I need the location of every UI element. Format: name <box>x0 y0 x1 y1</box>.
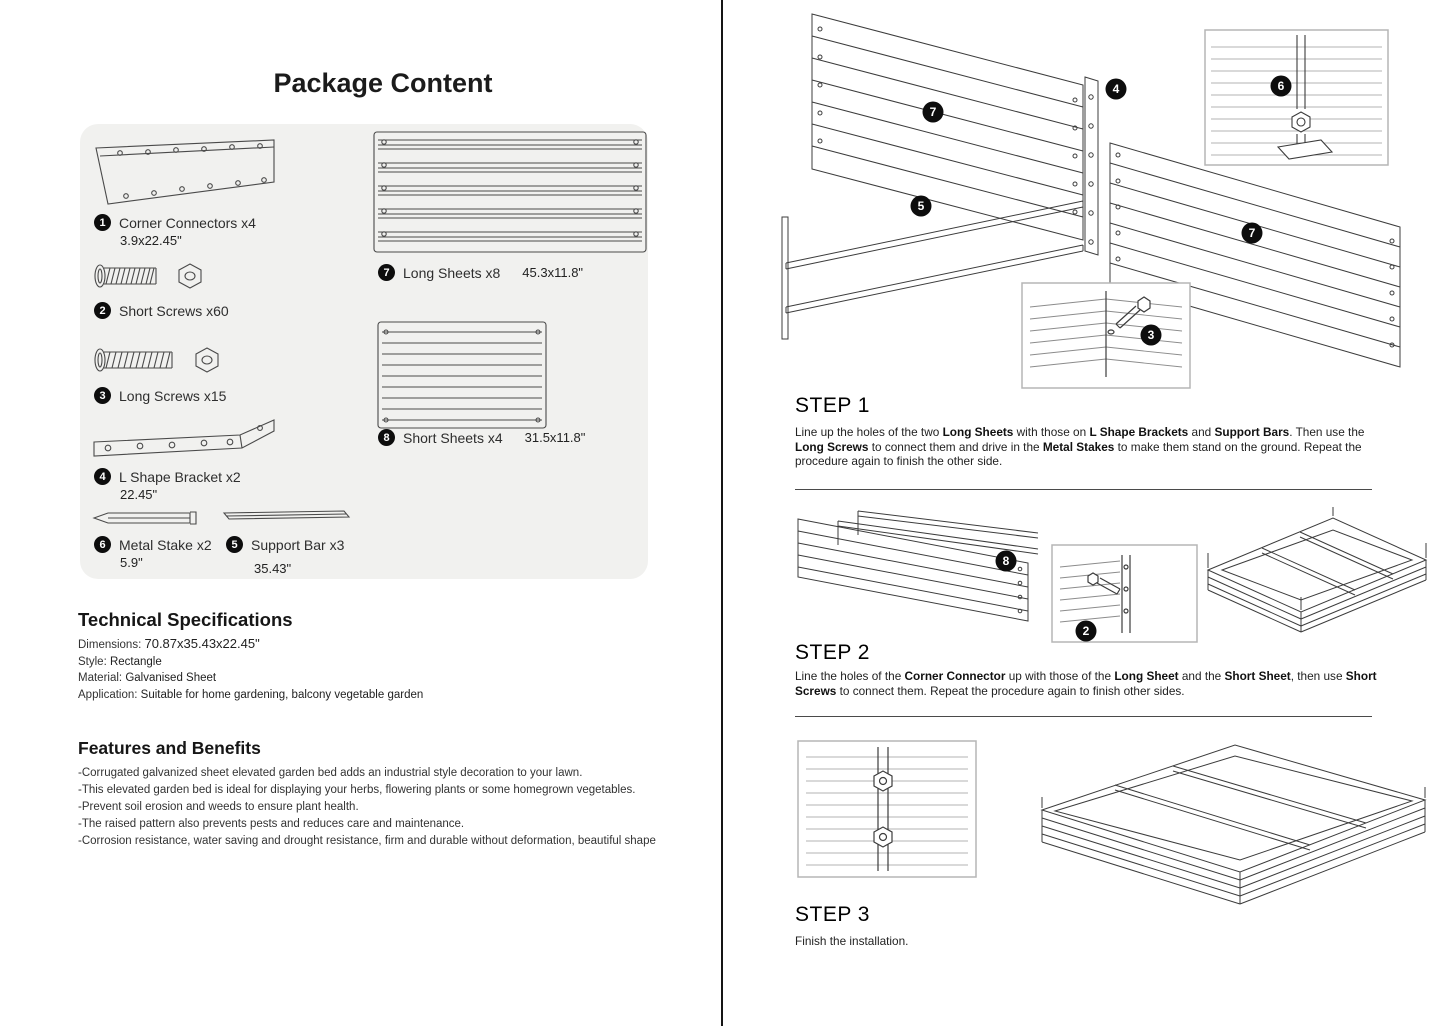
callout-badge-7-left: 7 <box>922 101 944 123</box>
feature-line: -The raised pattern also prevents pests … <box>78 818 465 830</box>
long-screw-illustration <box>94 347 219 373</box>
item-dimension: 35.43" <box>254 561 292 576</box>
feature-line: -Corrugated galvanized sheet elevated ga… <box>78 767 583 779</box>
feature-line: -Corrosion resistance, water saving and … <box>78 835 656 847</box>
step1-text: Line up the holes of the two Long Sheets… <box>795 425 1365 468</box>
step3-title: STEP 3 <box>795 903 870 926</box>
item-label: Metal Stake x2 <box>119 536 212 553</box>
callout-badge-2: 2 <box>1075 620 1097 642</box>
callout-badge-6: 6 <box>1270 75 1292 97</box>
svg-text:2: 2 <box>1083 624 1090 638</box>
technical-specifications-title: Technical Specifications <box>78 609 293 630</box>
step2-title: STEP 2 <box>795 641 870 664</box>
spec-label: Style: <box>78 655 107 668</box>
item-number-badge: 1 <box>94 214 111 231</box>
spec-value: 70.87x35.43x22.45" <box>144 636 260 651</box>
package-content-box: 1 Corner Connectors x4 3.9x22.45" 2 Shor… <box>80 124 648 579</box>
spec-row: Style: Rectangle <box>78 654 423 671</box>
item-number-badge: 2 <box>94 302 111 319</box>
item-dimension: 45.3x11.8" <box>522 265 584 280</box>
package-content-title: Package Content <box>273 68 493 98</box>
item-dimension: 3.9x22.45" <box>120 233 182 248</box>
svg-text:7: 7 <box>1249 226 1256 240</box>
item-number-badge: 7 <box>378 264 395 281</box>
spec-label: Material: <box>78 672 123 684</box>
features-benefits-list: -Corrugated galvanized sheet elevated ga… <box>78 765 680 850</box>
package-item: 3 Long Screws x15 <box>94 387 226 404</box>
feature-line: -This elevated garden bed is ideal for d… <box>78 784 636 796</box>
package-item: 7 Long Sheets x8 45.3x11.8" <box>378 264 583 281</box>
short-screw-illustration <box>94 263 202 289</box>
spec-value: Galvanised Sheet <box>125 672 217 684</box>
callout-badge-7-right: 7 <box>1241 222 1263 244</box>
step2-connector-inset <box>1051 544 1198 643</box>
item-label: Support Bar x3 <box>251 536 345 553</box>
panel-divider <box>721 0 723 1026</box>
section-divider <box>795 489 1372 490</box>
package-item: 5 Support Bar x3 <box>226 536 344 553</box>
item-number-badge: 3 <box>94 387 111 404</box>
step3-text: Finish the installation. <box>795 934 909 948</box>
spec-value: Suitable for home gardening, balcony veg… <box>140 688 424 701</box>
svg-text:6: 6 <box>1278 79 1285 93</box>
spec-row: Application: Suitable for home gardening… <box>78 687 423 704</box>
item-dimension: 5.9" <box>120 555 143 570</box>
package-item: 2 Short Screws x60 <box>94 302 229 319</box>
spec-value: Rectangle <box>109 655 162 668</box>
l-bracket-illustration <box>93 419 275 457</box>
item-number-badge: 8 <box>378 429 395 446</box>
svg-text:7: 7 <box>930 105 937 119</box>
svg-text:5: 5 <box>918 199 925 213</box>
technical-specifications-list: Dimensions: 70.87x35.43x22.45" Style: Re… <box>78 636 423 703</box>
support-bar-illustration <box>222 510 351 520</box>
spec-label: Application: <box>78 688 138 701</box>
feature-line: -Prevent soil erosion and weeds to ensur… <box>78 801 359 813</box>
step1-title: STEP 1 <box>795 394 870 417</box>
item-number-badge: 6 <box>94 536 111 553</box>
step2-assembly-diagram: 8 2 <box>797 507 1428 643</box>
item-label: Long Screws x15 <box>119 387 227 404</box>
spec-row: Dimensions: 70.87x35.43x22.45" <box>78 636 423 654</box>
callout-badge-4: 4 <box>1105 78 1127 100</box>
callout-badge-5: 5 <box>910 195 932 217</box>
callout-badge-3: 3 <box>1140 324 1162 346</box>
package-item: 6 Metal Stake x2 <box>94 536 212 553</box>
svg-text:4: 4 <box>1113 82 1120 96</box>
long-sheet-illustration <box>373 131 647 253</box>
spec-row: Material: Galvanised Sheet <box>78 670 423 687</box>
package-item: 1 Corner Connectors x4 <box>94 214 256 231</box>
item-label: Short Screws x60 <box>119 302 229 319</box>
package-item: 8 Short Sheets x4 31.5x11.8" <box>378 429 585 446</box>
corner-connector-illustration <box>95 139 275 205</box>
step2-text: Line the holes of the Corner Connector u… <box>795 669 1377 698</box>
section-divider <box>795 716 1372 717</box>
step3-assembly-diagram <box>797 740 1427 905</box>
item-label: L Shape Bracket x2 <box>119 468 241 485</box>
svg-text:8: 8 <box>1003 554 1010 568</box>
svg-text:3: 3 <box>1148 328 1155 342</box>
item-number-badge: 4 <box>94 468 111 485</box>
item-dimension: 22.45" <box>120 487 158 502</box>
spec-label: Dimensions: <box>78 639 142 651</box>
short-sheet-illustration <box>377 321 547 429</box>
callout-badge-8: 8 <box>995 550 1017 572</box>
item-label: Corner Connectors x4 <box>119 214 256 231</box>
metal-stake-illustration <box>92 511 197 525</box>
item-label: Short Sheets x4 <box>403 429 503 446</box>
step1-assembly-diagram: 7 4 6 5 3 7 <box>781 13 1401 389</box>
package-item: 4 L Shape Bracket x2 <box>94 468 241 485</box>
item-dimension: 31.5x11.8" <box>524 430 586 445</box>
step3-corner-inset <box>797 740 977 878</box>
item-label: Long Sheets x8 <box>403 264 501 281</box>
item-number-badge: 5 <box>226 536 243 553</box>
features-benefits-title: Features and Benefits <box>78 738 261 758</box>
